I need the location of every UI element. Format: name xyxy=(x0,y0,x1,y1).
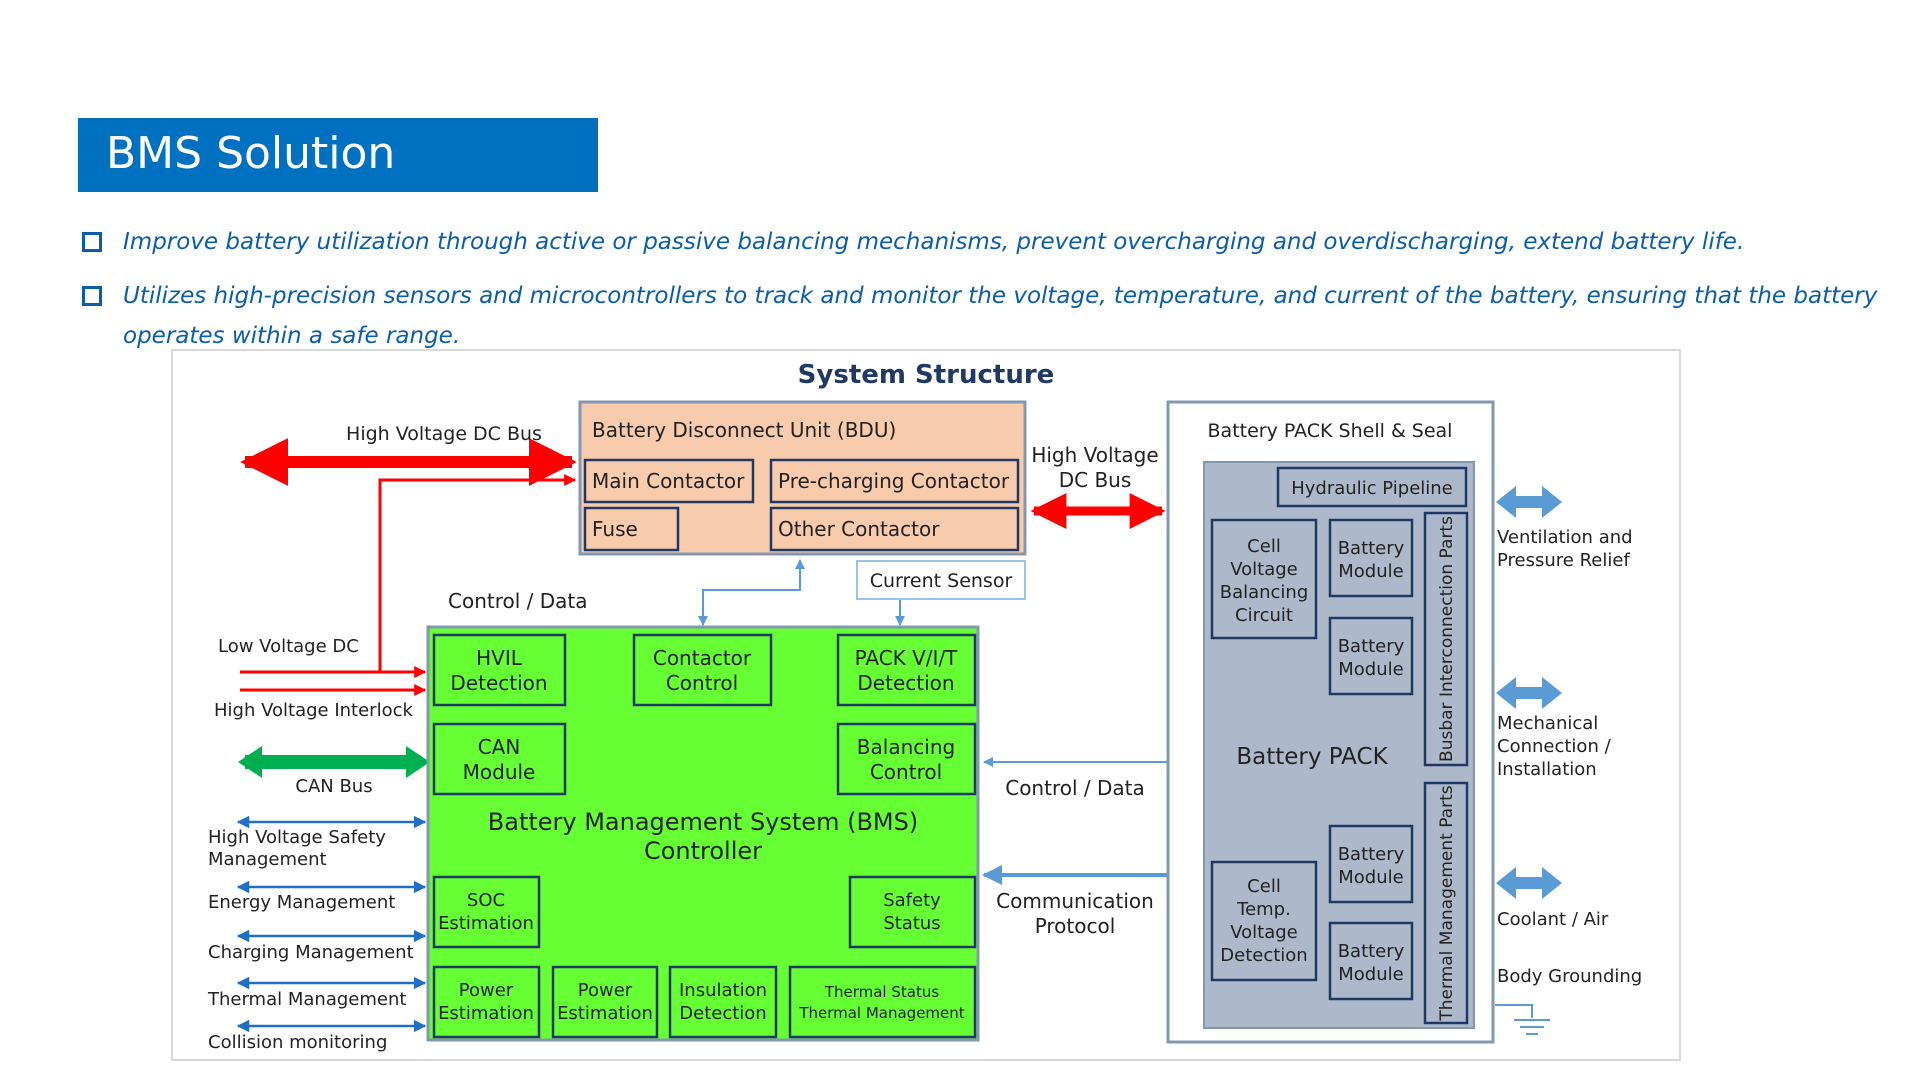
can-bus-arrowhead-left xyxy=(238,746,262,778)
main-contactor-label: Main Contactor xyxy=(592,469,745,493)
power-estimation-box-2 xyxy=(551,965,659,1039)
battery-module-box-2 xyxy=(1328,616,1414,696)
battery-module-box-1 xyxy=(1328,518,1414,598)
hv-feed-line xyxy=(378,474,577,672)
battery-pack-title: Battery PACK xyxy=(1236,744,1388,770)
safety-status-box xyxy=(848,875,977,949)
main-contactor-box xyxy=(583,458,755,504)
busbar-label: Busbar Interconnection Parts xyxy=(1437,516,1457,762)
low-voltage-dc-label: Low Voltage DC xyxy=(218,636,359,657)
insulation-detection-box xyxy=(668,965,778,1039)
checkbox-bullet-icon xyxy=(82,286,102,306)
coolant-label: Coolant / Air xyxy=(1497,909,1609,930)
bullet-list: Improve battery utilization through acti… xyxy=(78,222,1878,370)
title-banner: BMS Solution xyxy=(78,118,598,192)
bullet-text: Improve battery utilization through acti… xyxy=(123,229,1745,255)
contactor-control-box xyxy=(632,633,773,707)
thermal-status-box xyxy=(788,965,977,1039)
busbar-box xyxy=(1423,511,1469,767)
checkbox-bullet-icon xyxy=(82,232,102,252)
shell-title: Battery PACK Shell & Seal xyxy=(1208,420,1453,442)
cell-temp-box xyxy=(1210,860,1318,982)
battery-module-box-4 xyxy=(1328,921,1414,1001)
other-contactor-label: Other Contactor xyxy=(778,517,940,541)
current-sensor-box xyxy=(856,560,1026,600)
precharging-contactor-box xyxy=(769,458,1020,504)
ventilation-arrow xyxy=(1496,486,1562,518)
ground-icon xyxy=(1495,1004,1550,1035)
cell-balancing-box xyxy=(1210,518,1318,640)
diagram-title: System Structure xyxy=(798,360,1055,390)
bms-controller-block: Battery Management System (BMS)Controlle… xyxy=(426,625,980,1042)
mechanical-arrow xyxy=(1496,677,1562,709)
hydraulic-pipeline-label: Hydraulic Pipeline xyxy=(1291,478,1453,499)
can-bus-label: CAN Bus xyxy=(295,776,372,797)
battery-pack-shell: Battery PACK Shell & Seal Battery PACK H… xyxy=(1166,400,1495,1044)
control-data-mid-label: Control / Data xyxy=(1005,776,1145,800)
hydraulic-pipeline-box xyxy=(1276,466,1468,508)
charging-label: Charging Management xyxy=(208,942,414,963)
thermal-parts-box xyxy=(1423,781,1469,1025)
precharging-contactor-label: Pre-charging Contactor xyxy=(778,469,1010,493)
hvil-box xyxy=(432,633,567,707)
bullet-item: Utilizes high-precision sensors and micr… xyxy=(78,276,1878,356)
pack-vit-box xyxy=(836,633,977,707)
bdu-title: Battery Disconnect Unit (BDU) xyxy=(592,418,896,442)
page-title: BMS Solution xyxy=(106,128,396,179)
balancing-control-box xyxy=(836,722,977,796)
bms-title: Battery Management System (BMS)Controlle… xyxy=(488,808,918,865)
power-estimation-box-1 xyxy=(432,965,541,1039)
bullet-item: Improve battery utilization through acti… xyxy=(78,222,1878,262)
coolant-arrow xyxy=(1496,867,1562,899)
grounding-label: Body Grounding xyxy=(1497,966,1642,987)
other-contactor-box xyxy=(769,506,1020,552)
hv-interlock-label: High Voltage Interlock xyxy=(214,700,413,721)
bullet-text: Utilizes high-precision sensors and micr… xyxy=(123,283,1878,349)
soc-estimation-box xyxy=(432,875,541,949)
fuse-box xyxy=(583,506,680,552)
can-module-box xyxy=(432,722,567,796)
collision-label: Collision monitoring xyxy=(208,1032,387,1053)
fuse-label: Fuse xyxy=(592,517,638,541)
bdu-block: Battery Disconnect Unit (BDU) Main Conta… xyxy=(578,400,1027,556)
thermal-label: Thermal Management xyxy=(207,989,406,1010)
thermal-parts-label: Thermal Management Parts xyxy=(1437,785,1457,1021)
can-bus-arrowhead-right xyxy=(406,746,430,778)
energy-label: Energy Management xyxy=(208,892,395,913)
battery-module-box-3 xyxy=(1328,824,1414,904)
current-sensor-label: Current Sensor xyxy=(870,570,1013,592)
bms-bdu-link xyxy=(698,559,805,626)
hv-dc-bus-label: High Voltage DC Bus xyxy=(346,423,542,445)
control-data-left-label: Control / Data xyxy=(448,589,588,613)
